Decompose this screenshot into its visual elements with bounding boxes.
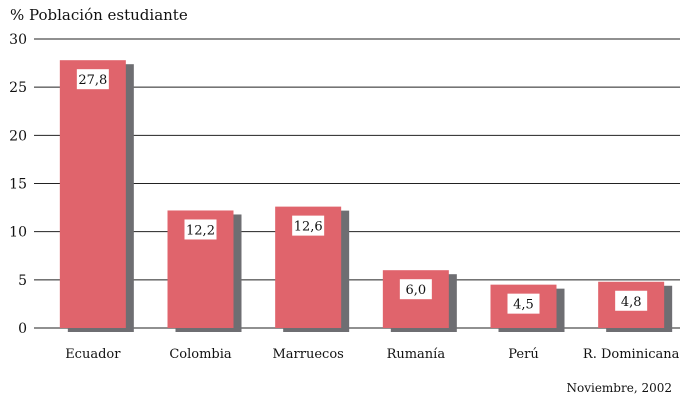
data-label-box	[615, 290, 648, 311]
x-axis-ticks: Ecuador Colombia Marruecos Rumanía Perú R. Do…	[65, 347, 679, 362]
x-tick-label: Marruecos	[272, 347, 343, 362]
x-tick-label: Rumanía	[387, 347, 446, 362]
gridlines	[34, 38, 680, 329]
y-tick-label: 15	[9, 177, 27, 193]
bar	[59, 60, 126, 329]
x-tick-label: Perú	[508, 347, 538, 362]
bars: 27,8 12,2 12,6 6,0 4,5 4,8	[59, 60, 673, 333]
data-label-box	[292, 215, 325, 236]
y-tick-label: 10	[9, 225, 27, 241]
y-tick-label: 30	[9, 32, 27, 48]
data-label-box	[399, 279, 432, 300]
data-label-box	[507, 293, 540, 314]
date-note: Noviembre, 2002	[566, 381, 672, 395]
data-label-box	[184, 219, 217, 240]
x-tick-label: Ecuador	[65, 347, 121, 362]
data-label-box	[76, 69, 109, 90]
data-label: 12,2	[186, 223, 215, 238]
y-tick-label: 20	[9, 128, 27, 144]
x-tick-label: R. Dominicana	[583, 347, 680, 362]
y-tick-label: 25	[9, 80, 27, 96]
data-label: 27,8	[78, 73, 107, 88]
y-axis-title: % Población estudiante	[10, 6, 188, 24]
data-label: 4,8	[621, 295, 642, 310]
y-tick-label: 0	[18, 321, 27, 337]
x-tick-label: Colombia	[169, 347, 232, 362]
data-label: 6,0	[405, 283, 426, 298]
y-axis-ticks: 0 5 10 15 20 25 30	[9, 32, 27, 337]
data-label: 4,5	[513, 298, 534, 313]
y-tick-label: 5	[18, 273, 27, 289]
data-label: 12,6	[294, 220, 323, 235]
